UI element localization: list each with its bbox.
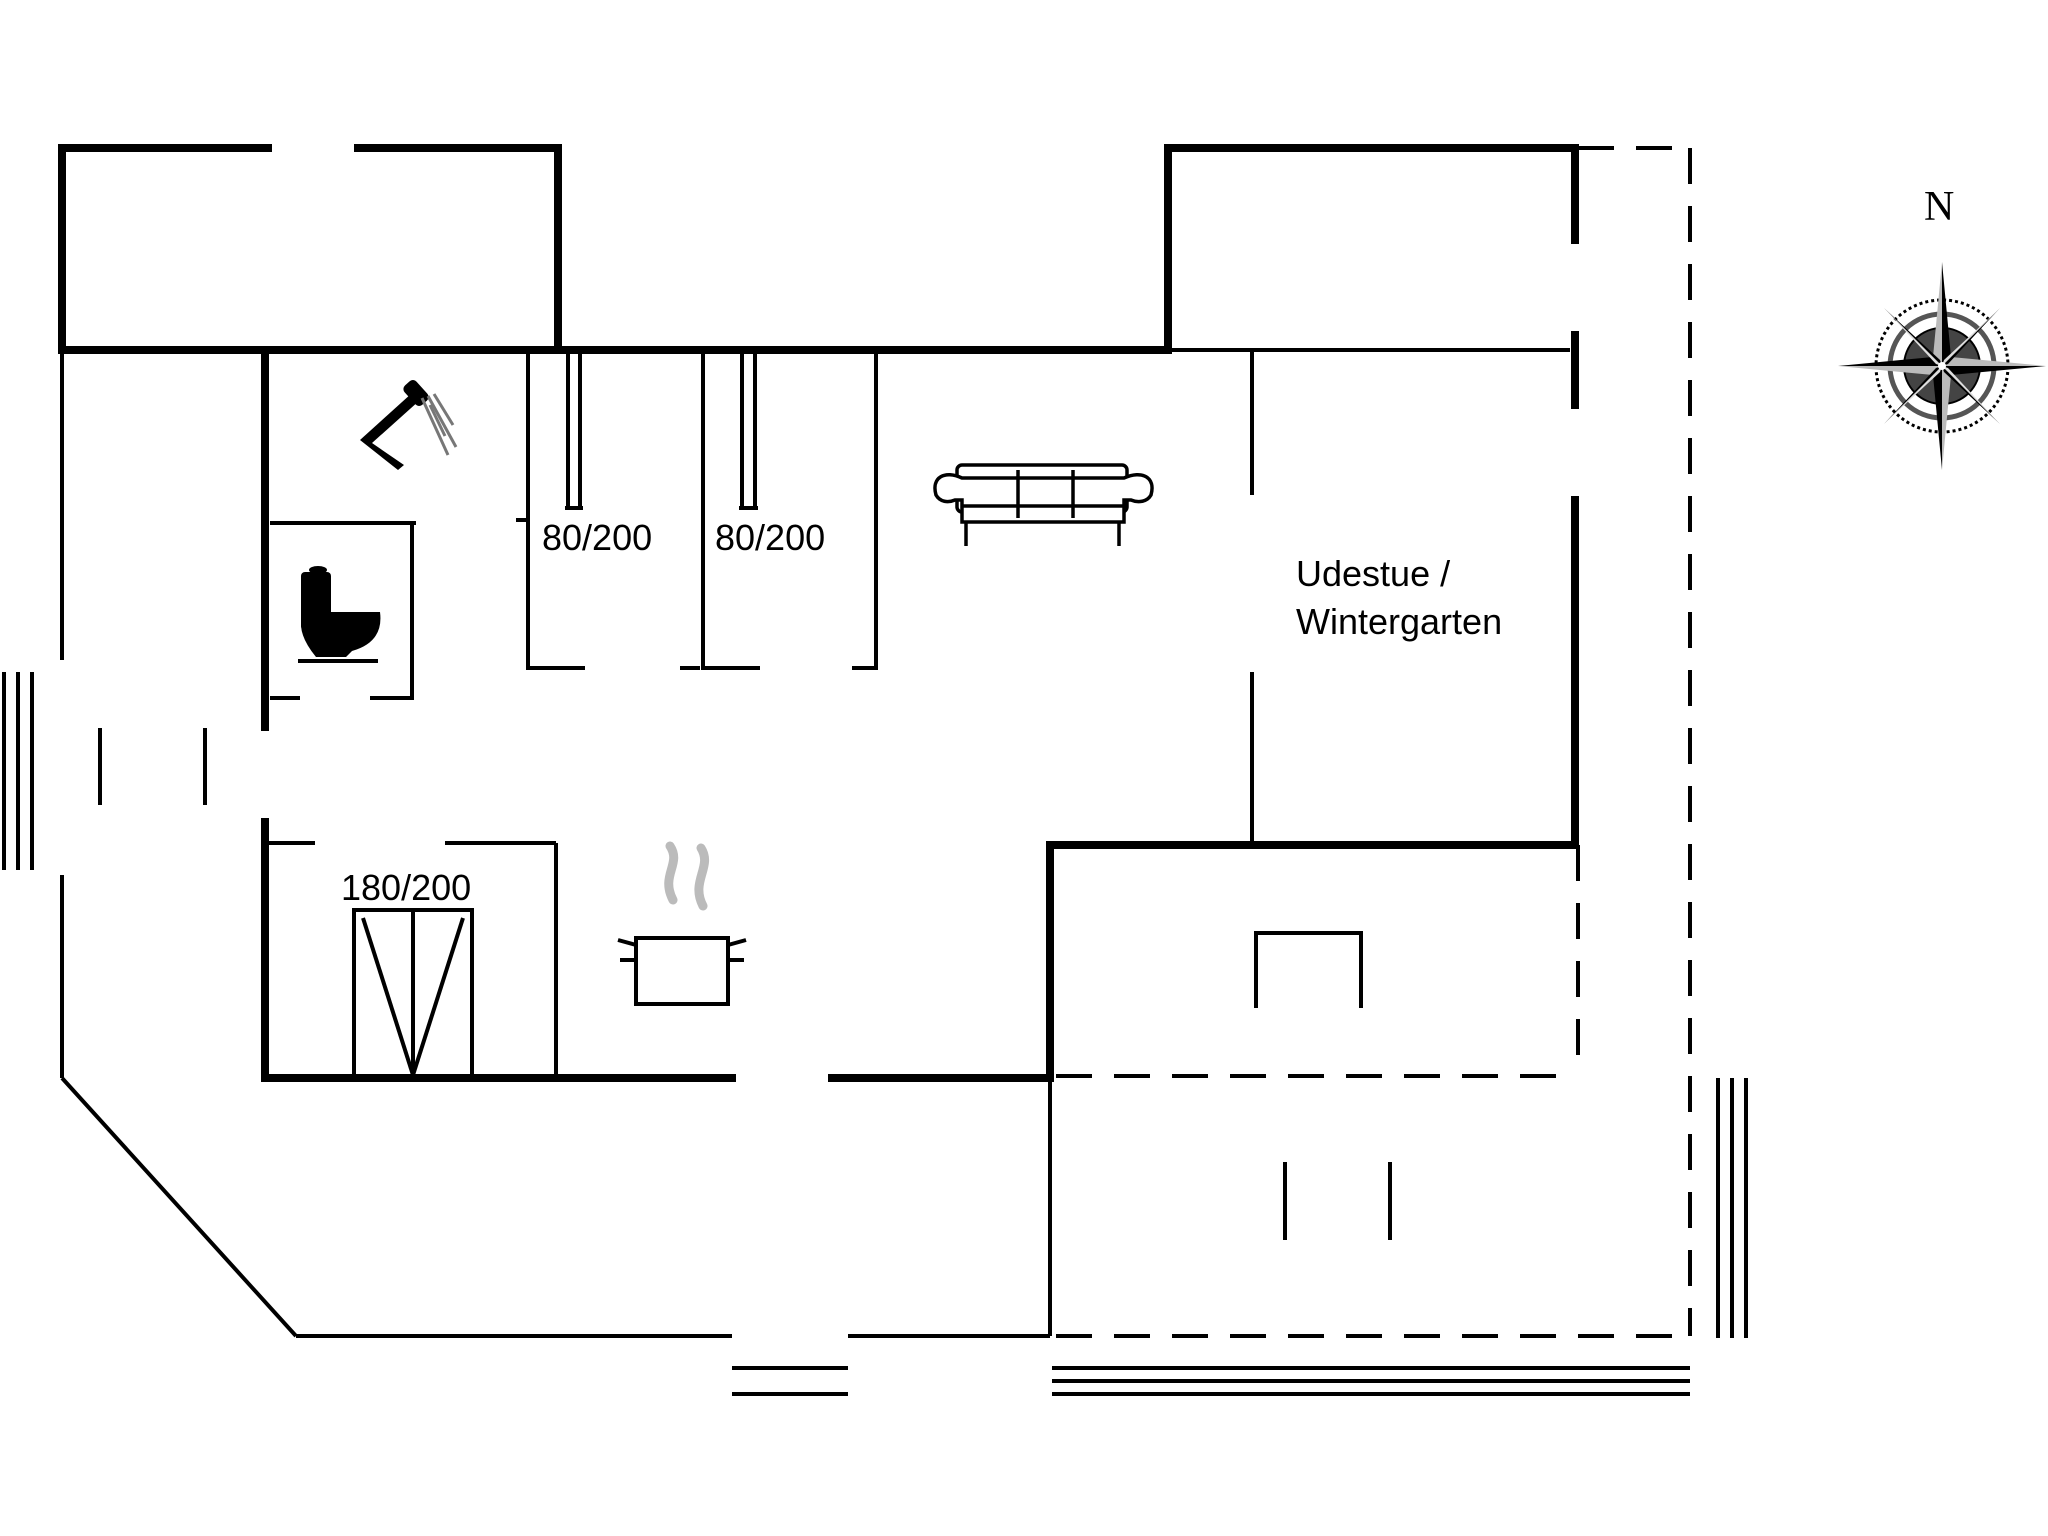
bed-label-2: 80/200 (715, 517, 826, 558)
double-bed (352, 908, 474, 1080)
shower-icon (360, 380, 458, 470)
sofa-icon (933, 463, 1154, 546)
winter-garden-label-line2: Wintergarten (1296, 601, 1503, 642)
cooking-pot-icon (617, 841, 747, 1006)
dashed-lines (1056, 146, 1692, 1338)
outer-walls (58, 144, 1579, 1082)
winter-garden-label-line1: Udestue / (1296, 553, 1451, 594)
compass-north-label: N (1924, 184, 1955, 230)
thin-walls (2, 348, 1748, 1396)
toilet-icon (298, 566, 381, 663)
compass-rose-icon (1838, 262, 2046, 470)
bed-label-1: 80/200 (542, 517, 653, 558)
double-bed-label: 180/200 (341, 867, 472, 908)
